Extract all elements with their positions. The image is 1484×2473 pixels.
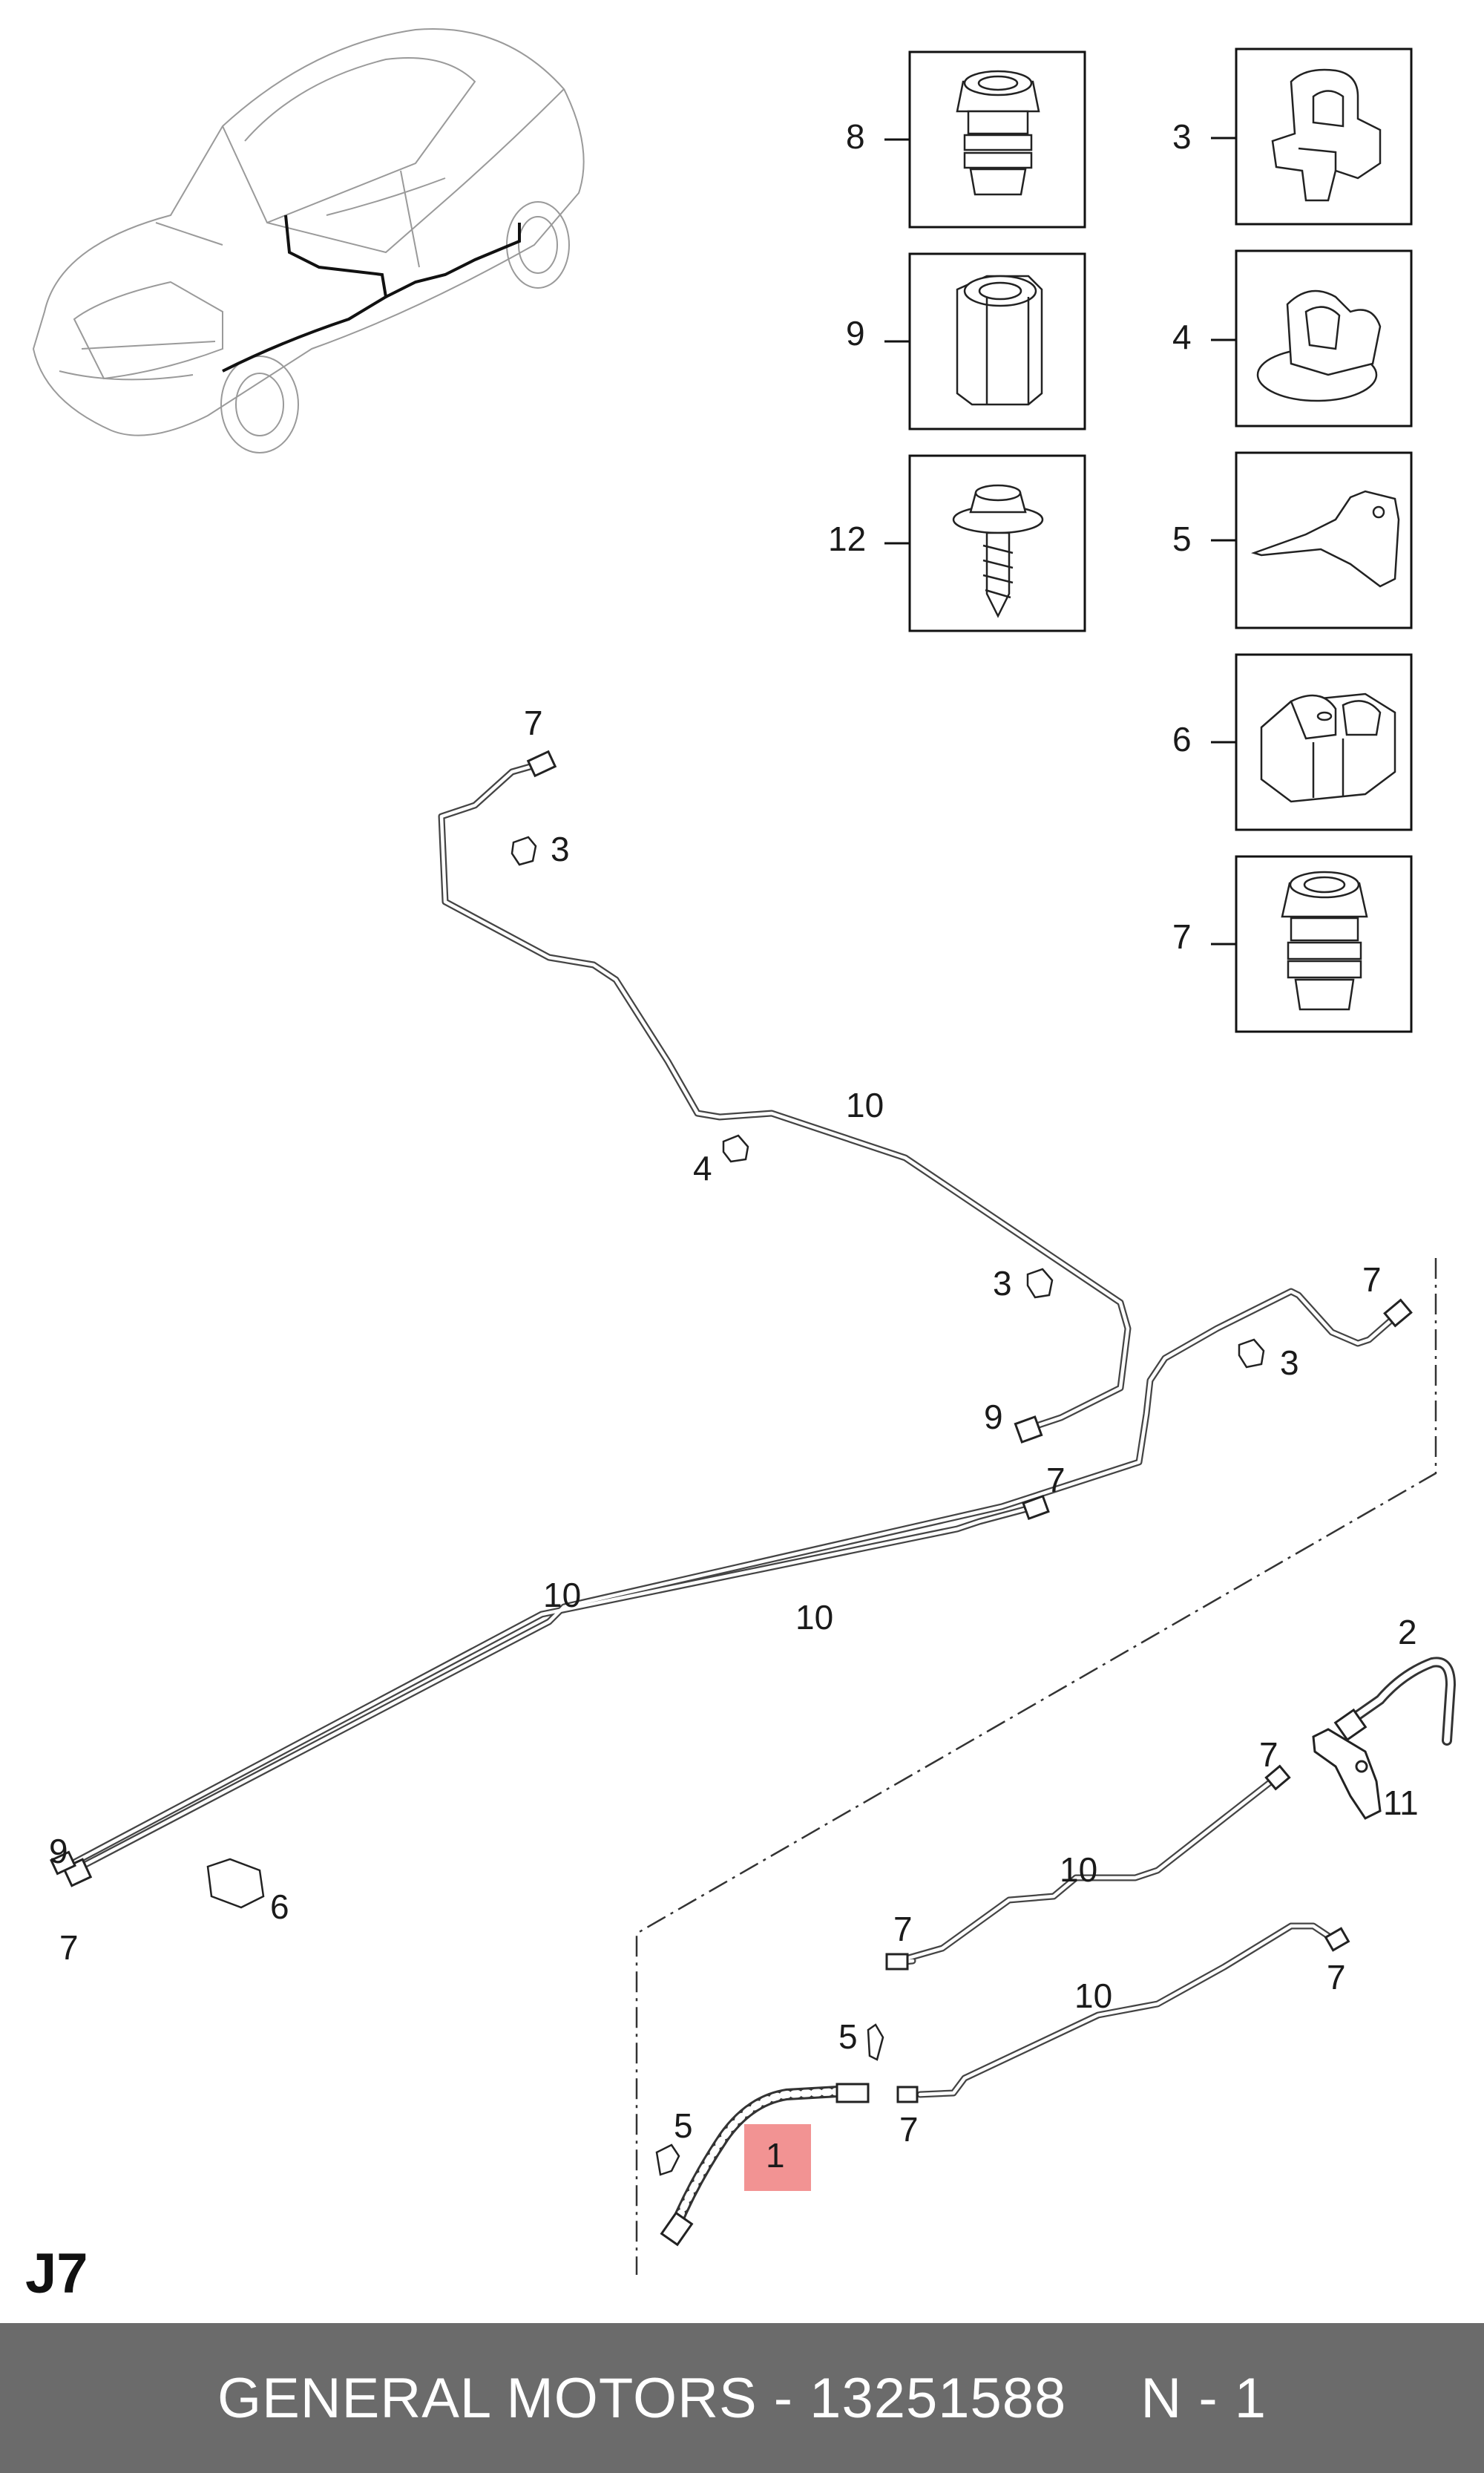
- hex-fitting-icon: [956, 275, 1043, 406]
- hose-end-fittings: [660, 2083, 870, 2247]
- pipe-clips: [206, 836, 1265, 2176]
- footer-brand-part-number: GENERAL MOTORS - 13251588: [217, 2366, 1067, 2430]
- label-bracket-5b: 5: [674, 2106, 693, 2145]
- label-lower-fitting-7b: 7: [1327, 1958, 1346, 1997]
- page-code: J7: [25, 2242, 88, 2305]
- clip-icon: [1271, 68, 1382, 202]
- car-brake-line: [222, 214, 521, 373]
- label-fitting-7-rear: 7: [1259, 1735, 1278, 1774]
- label-box-12: 12: [828, 520, 866, 558]
- flexible-hose: [669, 2086, 844, 2233]
- car-illustration: [32, 28, 585, 453]
- label-clip-6: 6: [270, 1887, 289, 1926]
- label-lower-fitting-7a: 7: [893, 1910, 913, 1948]
- label-lower-pipe-10b: 10: [1074, 1976, 1112, 2015]
- parts-diagram: 8 9 12 3 4 5 6 7 7 3 4 10 3 9 7 3 7 10 1…: [32, 28, 1457, 2275]
- fitting-nut-large-icon: [1281, 871, 1368, 1011]
- label-box-3: 3: [1172, 117, 1192, 156]
- label-upper-clip-3b: 3: [993, 1264, 1012, 1303]
- label-upper-clip-3: 3: [551, 830, 570, 868]
- clip-base-icon: [1256, 289, 1382, 402]
- label-hose-2: 2: [1398, 1613, 1417, 1651]
- label-box-8: 8: [846, 117, 865, 156]
- rear-hose: [1345, 1657, 1457, 1746]
- bracket-plate-icon: [1250, 490, 1400, 588]
- label-right-fitting-7: 7: [1362, 1260, 1382, 1299]
- clamp-icon: [1260, 692, 1396, 803]
- label-upper-pipe-10: 10: [846, 1086, 884, 1124]
- label-lower-pipe-10a: 10: [1060, 1850, 1097, 1889]
- label-box-9: 9: [846, 314, 865, 353]
- label-bracket-5a: 5: [838, 2017, 858, 2056]
- label-right-clip-3: 3: [1280, 1343, 1299, 1382]
- section-boundary: [635, 1258, 1437, 2275]
- callout-labels: 8 9 12 3 4 5 6 7 7 3 4 10 3 9 7 3 7 10 1…: [49, 117, 1419, 2175]
- label-long-pipe-10a: 10: [543, 1576, 581, 1614]
- label-left-fitting-7: 7: [59, 1928, 79, 1967]
- label-upper-clip-4: 4: [693, 1149, 712, 1188]
- label-box-5: 5: [1172, 520, 1192, 558]
- parts-boxes: [908, 48, 1413, 1033]
- label-box-6: 6: [1172, 720, 1192, 759]
- label-upper-fitting-9: 9: [984, 1398, 1003, 1436]
- footer-bar: GENERAL MOTORS - 13251588 N - 1: [0, 2323, 1484, 2473]
- footer-quantity: N - 1: [1140, 2366, 1267, 2430]
- label-hose-1: 1: [766, 2136, 785, 2175]
- label-mid-fitting-7: 7: [1046, 1461, 1066, 1499]
- label-left-fitting-9: 9: [49, 1832, 68, 1870]
- label-fitting-7-hose: 7: [899, 2110, 919, 2149]
- label-long-pipe-10b: 10: [795, 1598, 833, 1637]
- bolt-icon: [952, 484, 1044, 618]
- rear-bracket: [1312, 1708, 1382, 1820]
- brake-pipes-inner: [68, 762, 1401, 2097]
- pipe-fittings: [49, 750, 1413, 2103]
- fitting-nut-icon: [956, 70, 1040, 196]
- label-bracket-11: 11: [1383, 1783, 1419, 1822]
- label-box-7: 7: [1172, 917, 1192, 956]
- box-leaders: [884, 137, 1236, 946]
- label-box-4: 4: [1172, 318, 1192, 356]
- highlighted-part-marker: [744, 2124, 811, 2191]
- label-upper-fitting-7: 7: [524, 704, 543, 742]
